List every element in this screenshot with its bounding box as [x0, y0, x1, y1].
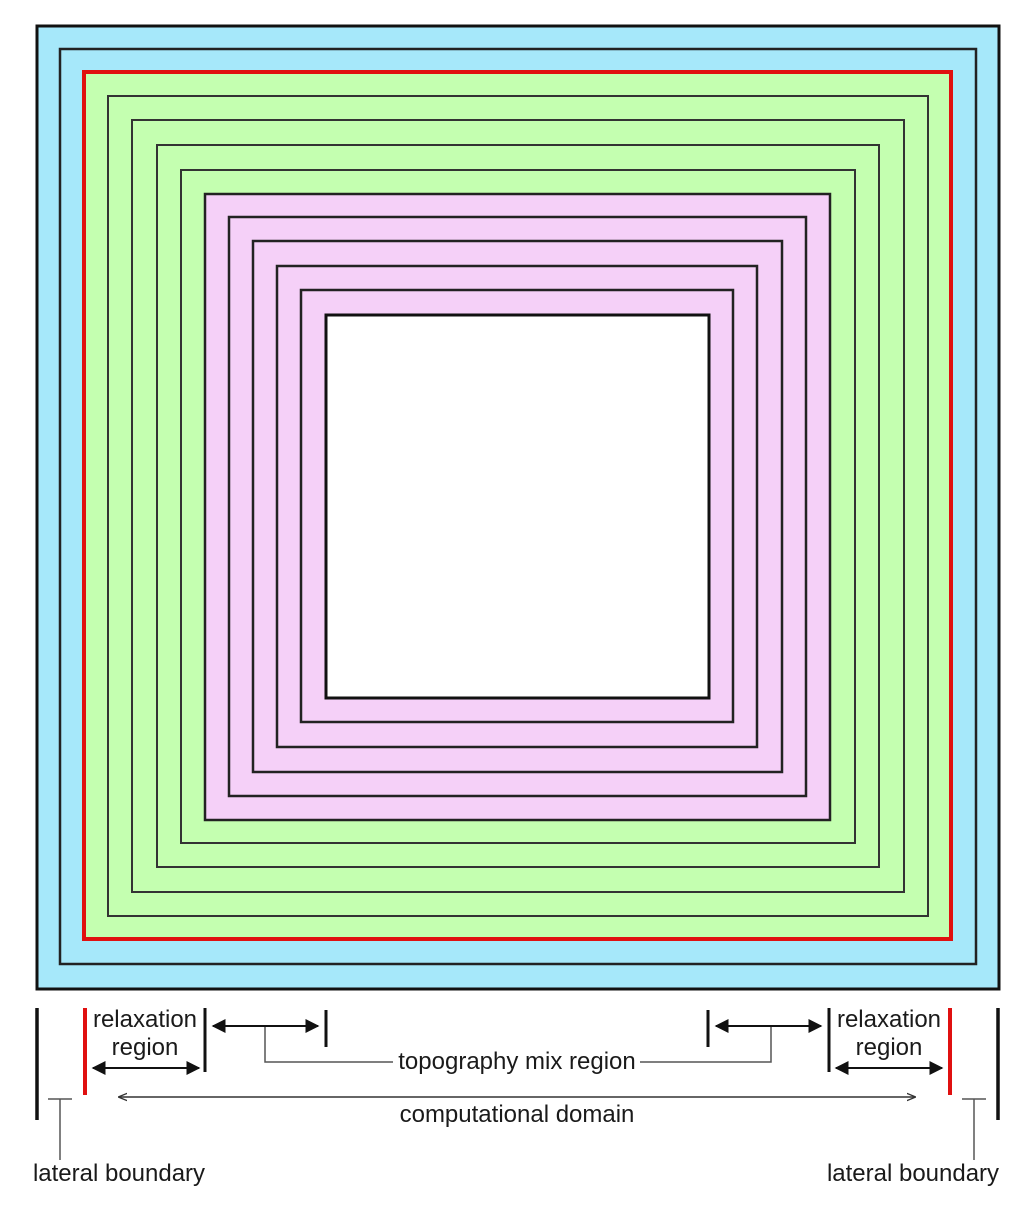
- topography-mix-label: topography mix region: [398, 1048, 635, 1075]
- lateral-inner-line: [58, 47, 978, 966]
- lateral-boundary-label-left: lateral boundary: [33, 1160, 205, 1187]
- relaxation-line-1: [107, 95, 929, 917]
- mix-line-2: [251, 239, 784, 774]
- relaxation-line-4: [180, 169, 856, 844]
- interior-region: [324, 313, 711, 700]
- relaxation-label-left-line2: region: [112, 1034, 179, 1061]
- mix-line-3: [275, 264, 759, 749]
- mix-line-4: [299, 288, 735, 724]
- relaxation-line-2: [131, 119, 905, 893]
- mix-leader-right: [640, 1027, 772, 1063]
- relaxation-label-right-line1: relaxation: [837, 1006, 941, 1033]
- computational-domain-label: computational domain: [400, 1101, 635, 1128]
- mix-line-1: [227, 215, 808, 798]
- relaxation-label-right-line2: region: [856, 1034, 923, 1061]
- relaxation-label-left-line1: relaxation: [93, 1006, 197, 1033]
- mix-leader-left: [264, 1027, 393, 1063]
- lateral-boundary-label-right: lateral boundary: [827, 1160, 999, 1187]
- relaxation-line-3: [156, 144, 880, 868]
